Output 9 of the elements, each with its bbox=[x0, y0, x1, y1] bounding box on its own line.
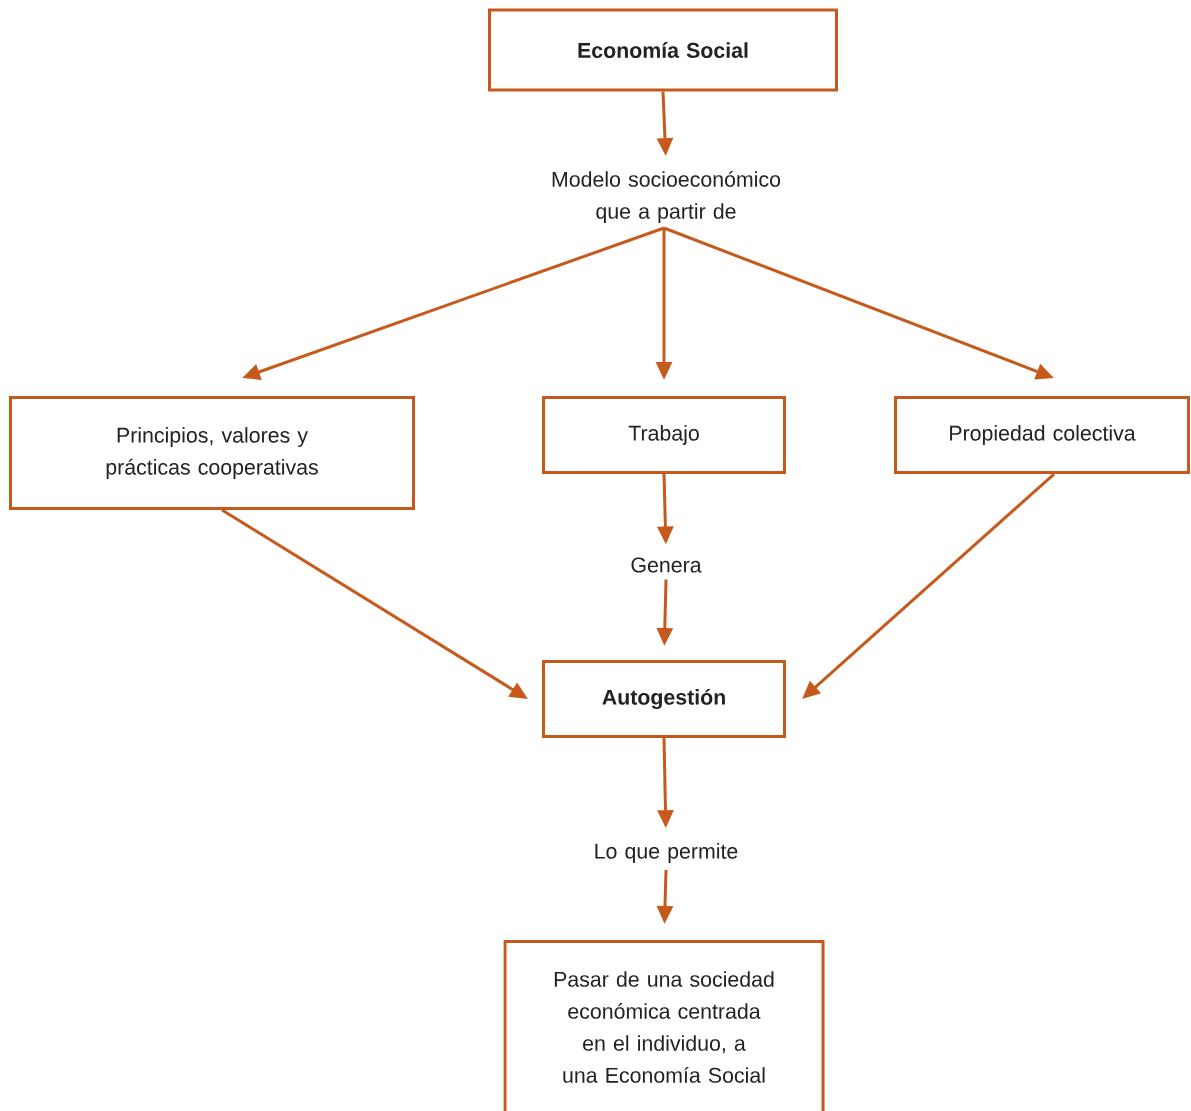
process-box: Pasar de una sociedad económica centrada en el individuo, a una Economía Social bbox=[503, 940, 825, 1111]
process-box: Autogestión bbox=[542, 660, 786, 738]
process-box: Economía Social bbox=[488, 8, 838, 92]
process-box: Principios, valores y prácticas cooperativas bbox=[9, 396, 415, 510]
process-box: Propiedad colectiva bbox=[894, 396, 1190, 474]
step-text: Modelo socioeconómico que a partir de bbox=[552, 170, 781, 224]
process-box: Trabajo bbox=[542, 396, 786, 474]
step-text: Genera bbox=[631, 557, 702, 573]
step-text: Lo que permite bbox=[595, 843, 738, 863]
